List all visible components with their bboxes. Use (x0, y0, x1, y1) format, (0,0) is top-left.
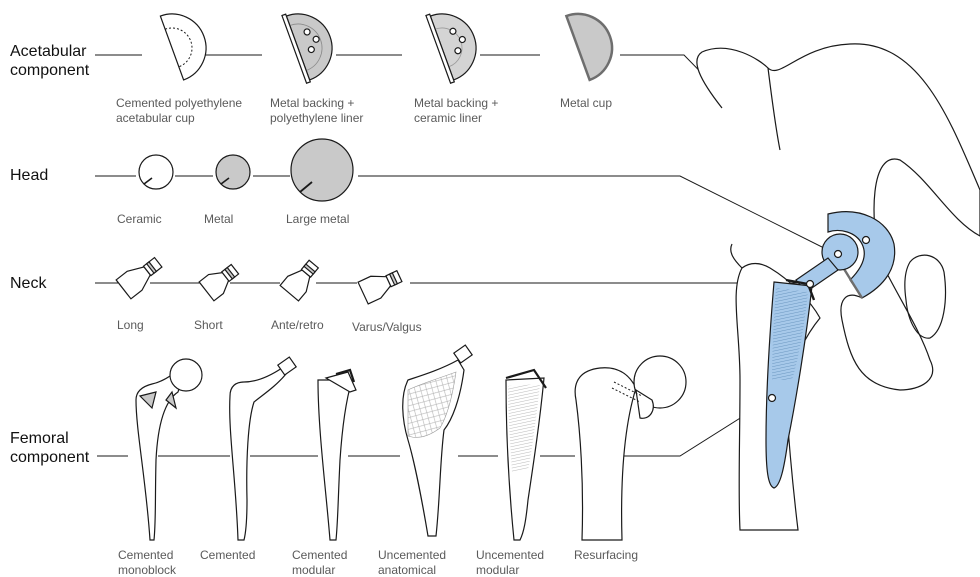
neck-caption-1: Long (117, 318, 144, 333)
large-metal-head-icon (291, 139, 353, 201)
head-caption-1: Ceramic (117, 212, 162, 227)
uncemented-anatomical-stem-icon (403, 345, 472, 536)
metal-backing-ceramic-liner-icon (426, 3, 486, 84)
metal-head-icon (216, 155, 250, 189)
femoral-caption-1: Cemented monoblock (118, 548, 176, 577)
uncemented-modular-stem-icon (506, 370, 546, 540)
anatomy (697, 44, 980, 530)
cemented-monoblock-stem-icon (136, 359, 202, 540)
short-neck-icon (199, 260, 242, 301)
femoral-row-title: Femoral component (10, 429, 89, 467)
neck-caption-4: Varus/Valgus (352, 320, 422, 335)
cemented-modular-stem-icon (318, 370, 356, 540)
ceramic-head-icon (139, 155, 173, 189)
acetabular-caption-3: Metal backing + ceramic liner (414, 96, 498, 126)
femoral-caption-4: Uncemented anatomical (378, 548, 446, 577)
femoral-caption-3: Cemented modular (292, 548, 347, 577)
acetabular-caption-2: Metal backing + polyethylene liner (270, 96, 363, 126)
acetabular-icons (160, 3, 621, 84)
varus-valgus-neck-icon (358, 265, 404, 304)
acetabular-row-title: Acetabular component (10, 42, 89, 80)
acetabular-caption-4: Metal cup (560, 96, 612, 111)
neck-caption-2: Short (194, 318, 223, 333)
femoral-caption-6: Resurfacing (574, 548, 638, 563)
neck-icons (116, 253, 404, 304)
ante-retro-neck-icon (280, 256, 323, 301)
head-caption-2: Metal (204, 212, 233, 227)
femoral-caption-2: Cemented (200, 548, 255, 563)
femoral-caption-5: Uncemented modular (476, 548, 544, 577)
metal-backing-polyethylene-liner-icon (282, 3, 342, 84)
femoral-icons (136, 345, 686, 540)
head-caption-3: Large metal (286, 212, 349, 227)
acetabular-caption-1: Cemented polyethylene acetabular cup (116, 96, 242, 126)
head-icons (139, 139, 353, 201)
neck-caption-3: Ante/retro (271, 318, 324, 333)
cemented-stem-icon (230, 357, 296, 540)
neck-row-title: Neck (10, 274, 46, 293)
metal-cup-icon (566, 4, 621, 80)
resurfacing-stem-icon (575, 356, 686, 540)
head-row-title: Head (10, 166, 48, 185)
long-neck-icon (116, 253, 165, 299)
cemented-polyethylene-cup-icon (160, 4, 215, 80)
